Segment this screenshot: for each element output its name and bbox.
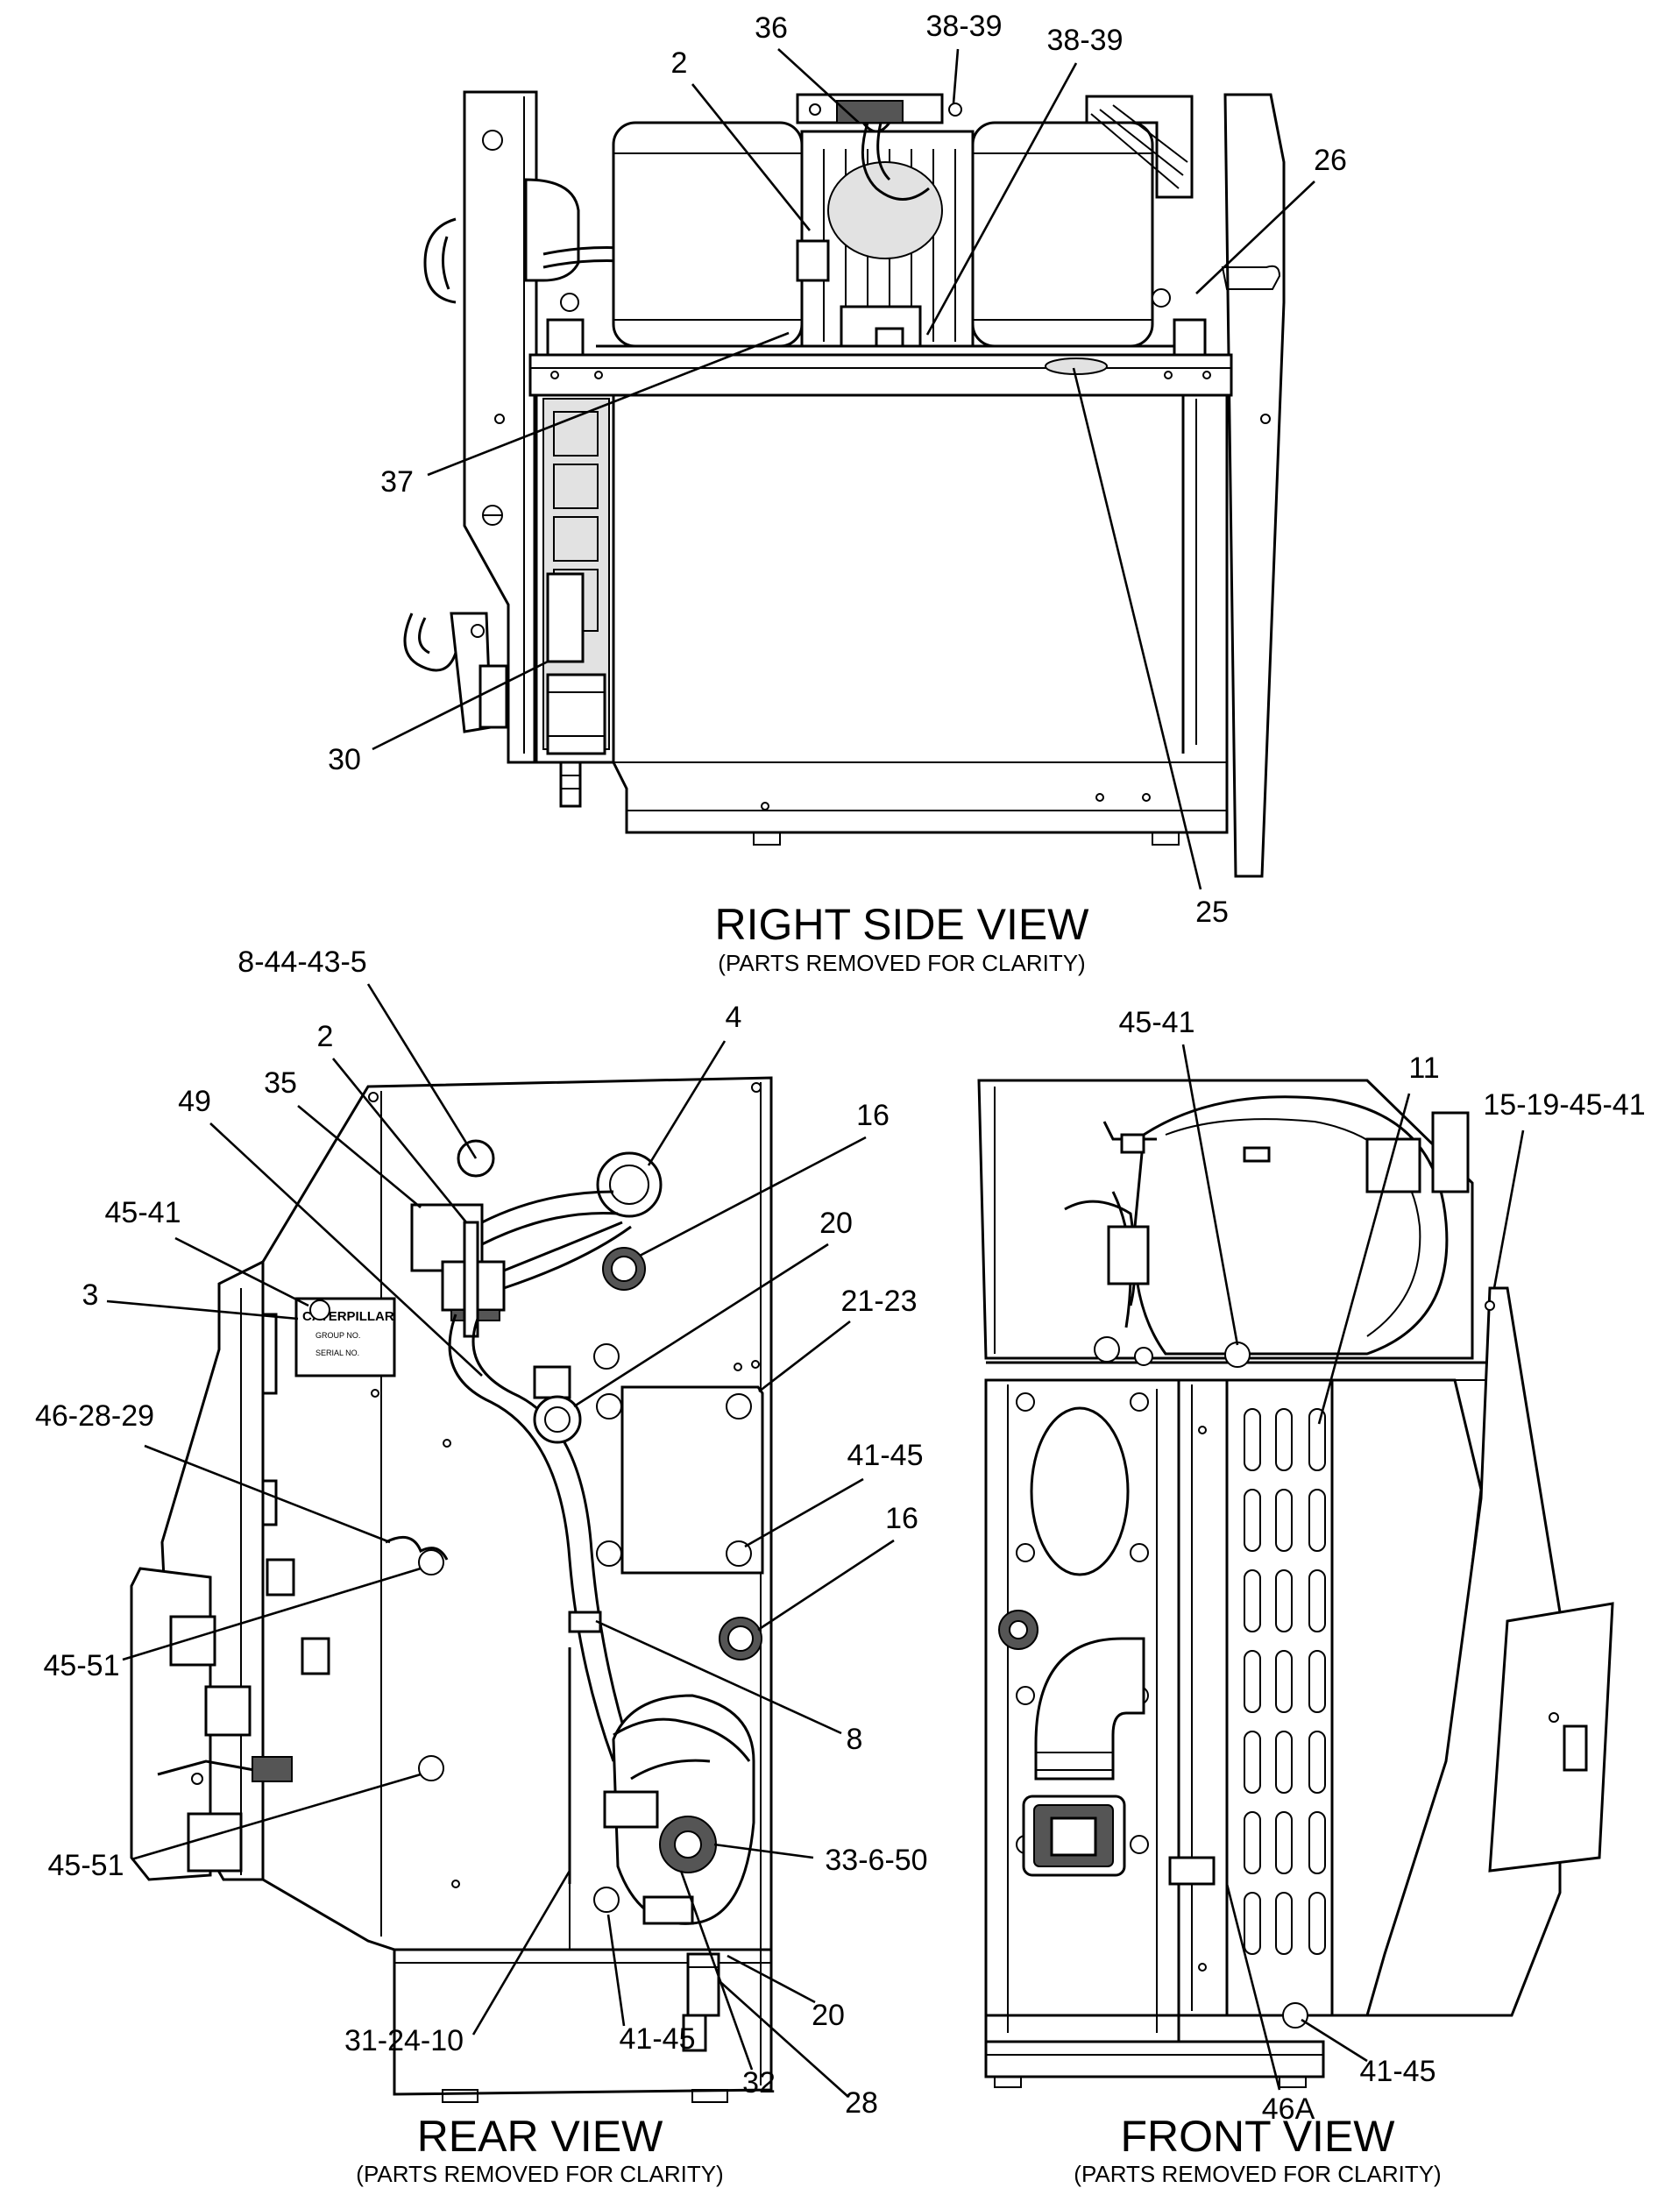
rear-view-callout-32: 32 bbox=[742, 2066, 776, 2099]
right-view-subtitle: (PARTS REMOVED FOR CLARITY) bbox=[718, 950, 1085, 976]
right-view-callout-37: 37 bbox=[380, 465, 414, 499]
rear-view-callout-3: 3 bbox=[82, 1278, 99, 1312]
front-view-frame bbox=[977, 1079, 1614, 2088]
front-view-callouts: 45-41 11 15-19-45-41 46A 41-45 bbox=[1119, 1006, 1646, 2126]
rear-view-callout-20-a: 20 bbox=[819, 1207, 853, 1240]
rear-view-title: REAR VIEW bbox=[417, 2112, 663, 2161]
rear-view-callout-28: 28 bbox=[845, 2086, 878, 2120]
rear-view-callout-45-51-a: 45-51 bbox=[44, 1649, 120, 1682]
rear-view-callout-41-45-b: 41-45 bbox=[620, 2022, 696, 2056]
rear-view-callout-33-6-50: 33-6-50 bbox=[825, 1844, 927, 1877]
rear-view-callout-8-44-43-5: 8-44-43-5 bbox=[237, 945, 366, 979]
front-view-callout-11: 11 bbox=[1408, 1051, 1439, 1085]
front-view-callout-45-41: 45-41 bbox=[1119, 1006, 1195, 1039]
rear-view-subtitle: (PARTS REMOVED FOR CLARITY) bbox=[356, 2161, 723, 2187]
rear-view-callout-31-24-10: 31-24-10 bbox=[344, 2024, 464, 2057]
right-view-callout-30: 30 bbox=[328, 743, 361, 776]
rear-view-callout-45-51-b: 45-51 bbox=[48, 1849, 124, 1882]
front-view-subtitle: (PARTS REMOVED FOR CLARITY) bbox=[1074, 2161, 1441, 2187]
caterpillar-plate-group: GROUP NO. bbox=[315, 1331, 360, 1340]
right-view-callout-38-39-a: 38-39 bbox=[926, 10, 1003, 43]
right-view-callout-26: 26 bbox=[1314, 144, 1347, 177]
rear-view-callout-4: 4 bbox=[726, 1001, 742, 1034]
rear-view-callout-46-28-29: 46-28-29 bbox=[35, 1399, 154, 1433]
rear-view-frame: CATERPILLAR GROUP NO. SERIAL NO. bbox=[130, 1076, 773, 2103]
right-view-callout-38-39-b: 38-39 bbox=[1047, 24, 1124, 57]
rear-view-callouts: 8-44-43-5 2 4 35 49 16 20 45-41 21-23 3 … bbox=[35, 945, 928, 2120]
rear-view-callout-20-b: 20 bbox=[812, 1999, 845, 2032]
rear-view-callout-8: 8 bbox=[847, 1723, 863, 1756]
rear-view-callout-41-45: 41-45 bbox=[847, 1439, 924, 1472]
rear-view-callout-45-41: 45-41 bbox=[105, 1196, 181, 1229]
front-view-callout-15-19-45-41: 15-19-45-41 bbox=[1483, 1088, 1645, 1122]
rear-view-callout-16-b: 16 bbox=[885, 1502, 918, 1535]
rear-view-callout-49: 49 bbox=[178, 1085, 211, 1118]
rear-view-callout-16-a: 16 bbox=[856, 1099, 890, 1132]
rear-view-callout-2: 2 bbox=[317, 1020, 334, 1053]
right-side-view: 36 38-39 38-39 2 26 37 30 25 RIGHT SIDE … bbox=[328, 10, 1347, 976]
right-view-callout-25: 25 bbox=[1195, 896, 1229, 929]
right-view-callout-2: 2 bbox=[671, 46, 688, 80]
rear-view-callout-21-23: 21-23 bbox=[841, 1285, 918, 1318]
front-view-title: FRONT VIEW bbox=[1121, 2112, 1396, 2161]
rear-view-callout-35: 35 bbox=[264, 1066, 297, 1100]
rear-view: CATERPILLAR GROUP NO. SERIAL NO. bbox=[35, 945, 928, 2187]
right-view-frame bbox=[403, 90, 1286, 878]
front-view: 45-41 11 15-19-45-41 46A 41-45 FRONT VIE… bbox=[977, 1006, 1646, 2187]
front-view-callout-46A: 46A bbox=[1262, 2092, 1315, 2126]
caterpillar-plate-serial: SERIAL NO. bbox=[315, 1349, 359, 1357]
right-view-callouts: 36 38-39 38-39 2 26 37 30 25 bbox=[328, 10, 1347, 929]
right-view-callout-36: 36 bbox=[755, 11, 788, 45]
front-view-callout-41-45: 41-45 bbox=[1360, 2055, 1436, 2088]
right-view-title: RIGHT SIDE VIEW bbox=[715, 900, 1090, 949]
